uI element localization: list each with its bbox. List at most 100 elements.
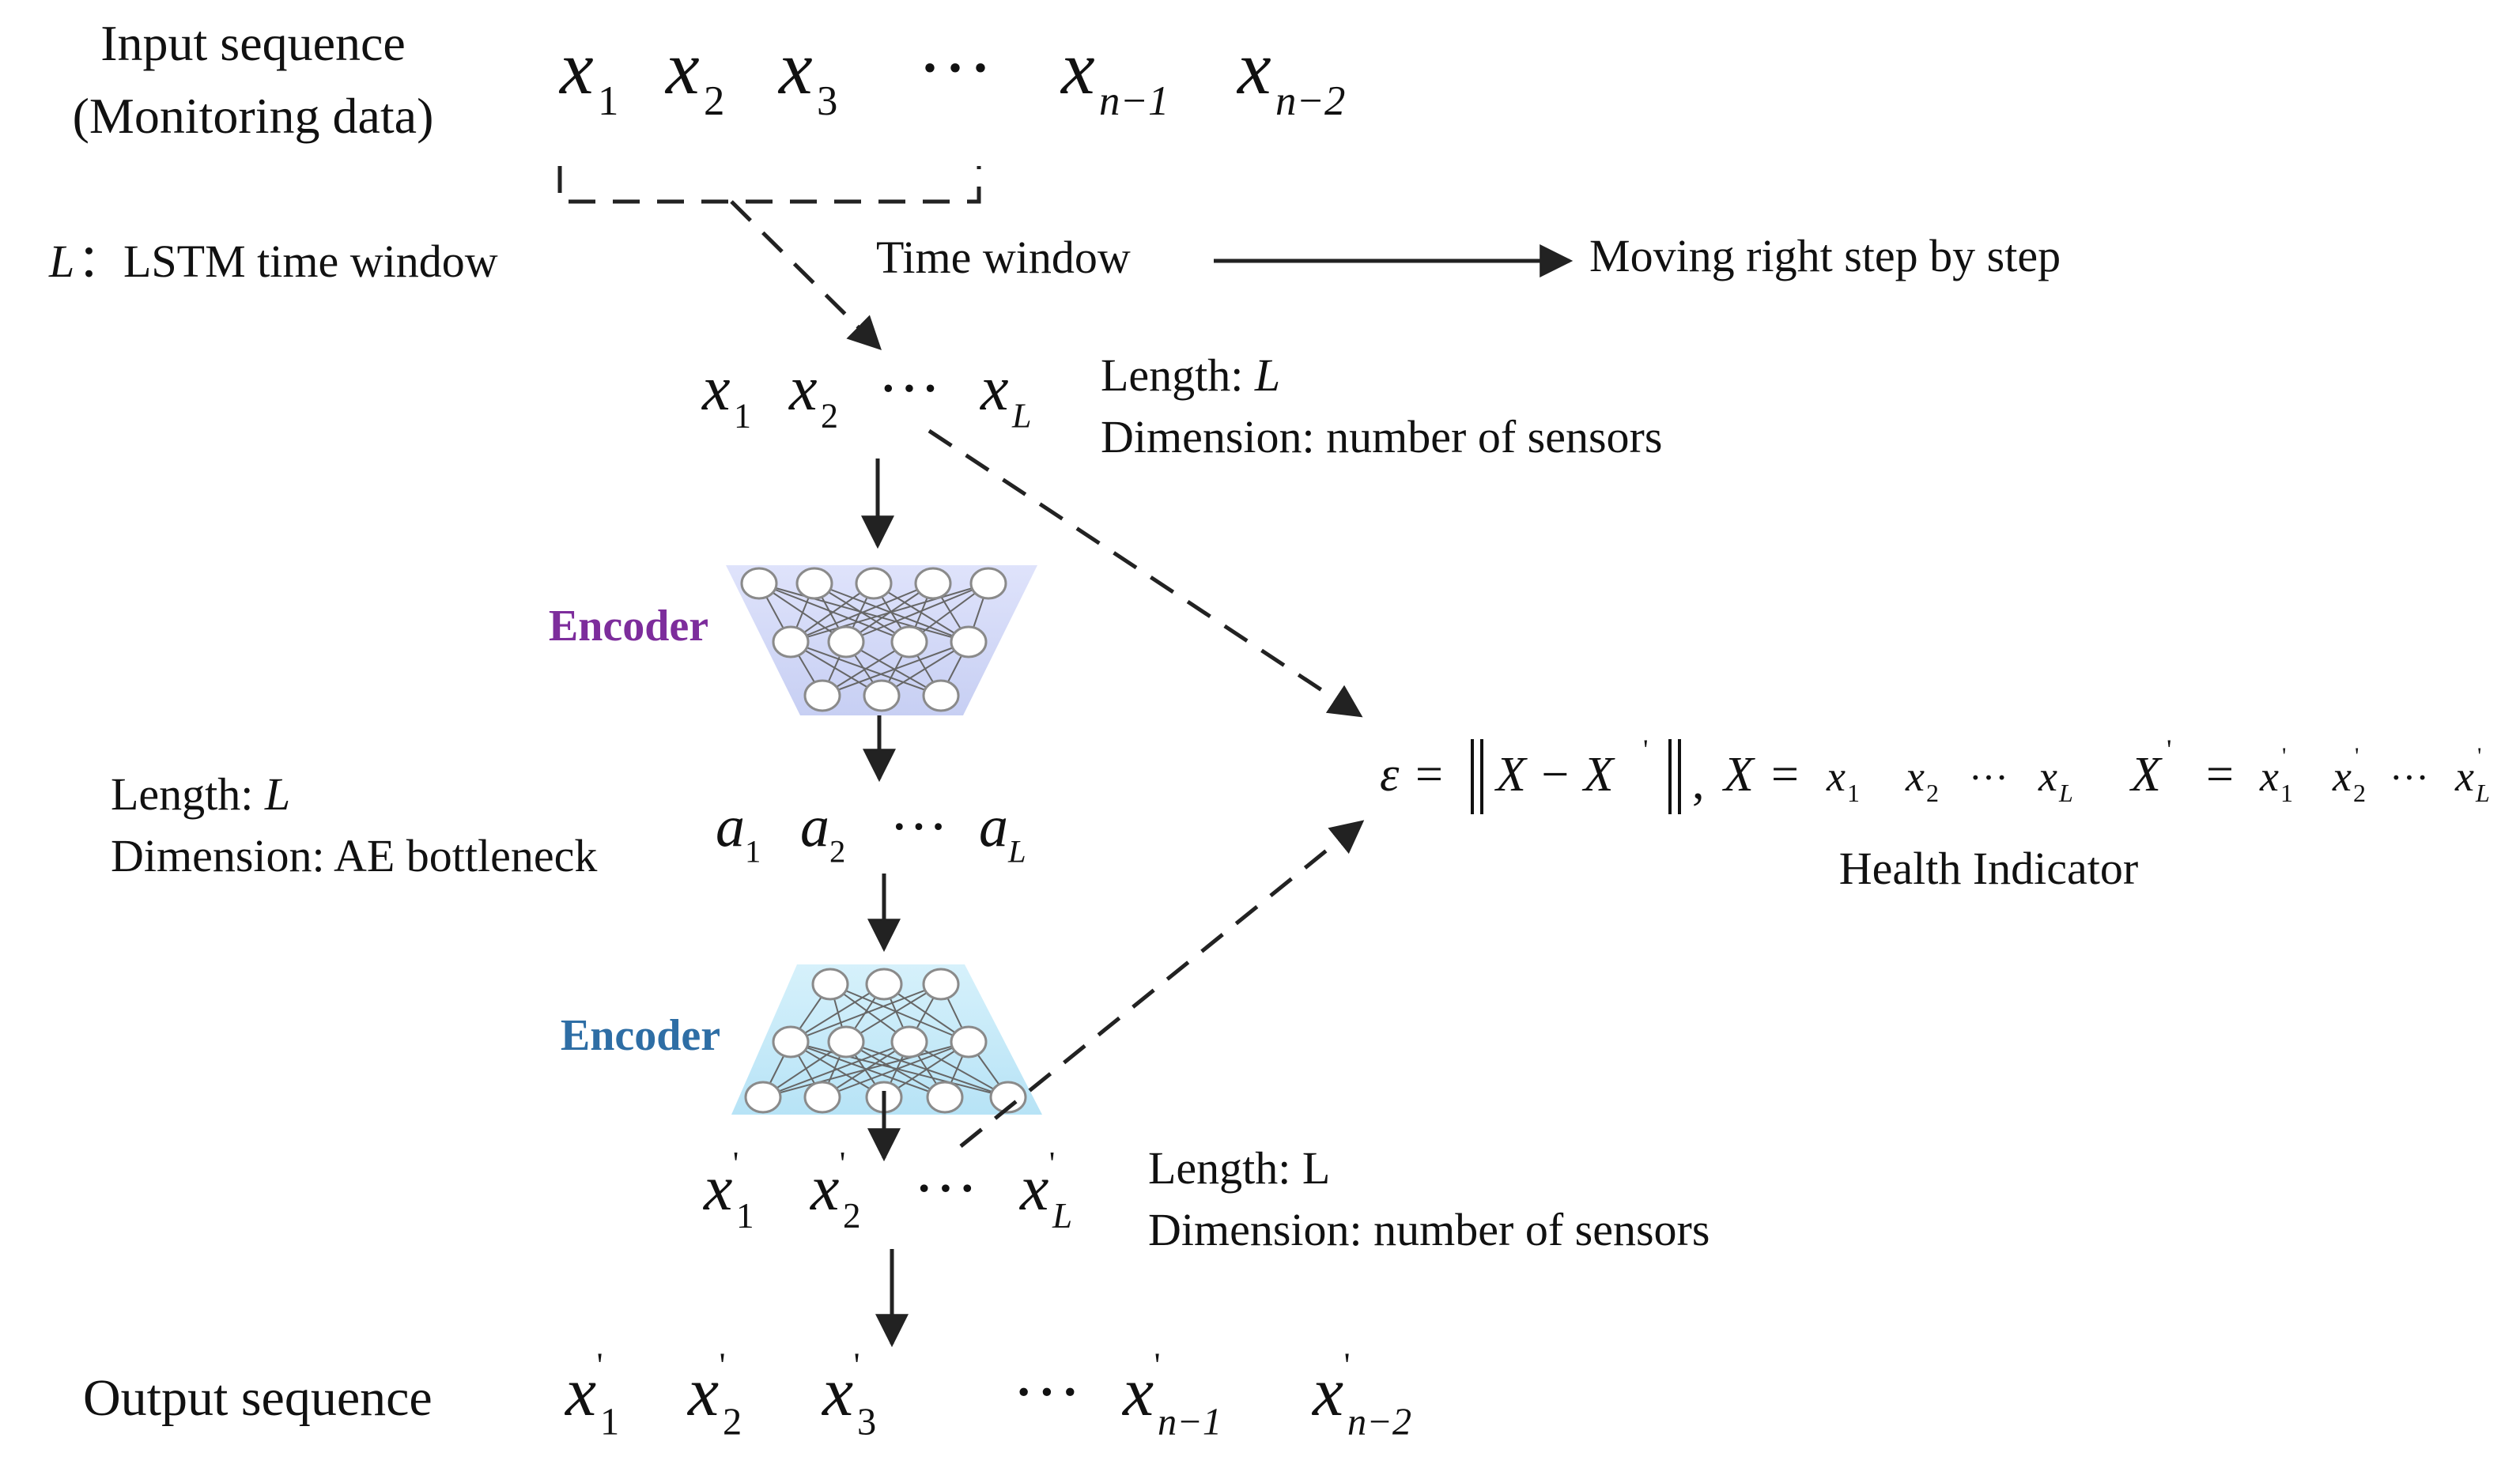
formula-epsilon: ε [1380, 748, 1400, 802]
output-seq-item-2-prime: ' [854, 1346, 860, 1385]
encoder2-node-0-1 [865, 968, 903, 1001]
formula-prime-1: ' [1643, 734, 1649, 765]
encoder2-connection [762, 1041, 969, 1098]
recon-seq-item-3-prime: ' [1049, 1145, 1055, 1181]
window-length-val: L [1254, 349, 1280, 401]
formula-seq2-sub-0: 1 [2280, 779, 2293, 807]
recon-length: Length: L [1148, 1142, 1330, 1194]
latent-dimension: Dimension: AE bottleneck [111, 830, 597, 881]
time-window-bracket [557, 166, 981, 204]
latent-seq-item-2-dots: ··· [890, 794, 948, 859]
recon-seq-item-2-dots: ··· [913, 1152, 978, 1224]
encoder1-node-1-1 [827, 625, 865, 658]
encoder1-trapezoid [726, 565, 1037, 715]
encoder2-node-2-0 [744, 1081, 782, 1114]
encoder2-network [731, 964, 1042, 1115]
recon-dimension: Dimension: number of sensors [1148, 1204, 1710, 1255]
formula-equals-3: = [2206, 748, 2234, 802]
output-seq-item-2: x [821, 1354, 853, 1431]
encoder1-node-2-2 [922, 679, 960, 712]
output-seq-item-0: x [564, 1354, 596, 1431]
window-seq-item-1: x [788, 354, 818, 424]
latent-seq-item-1: a [800, 794, 829, 859]
lstm-note-text: ：LSTM time window [77, 236, 498, 287]
formula-seq1-x-3: x [2038, 753, 2057, 800]
recon-seq-item-1: x [810, 1152, 839, 1224]
formula-equals: = [1415, 748, 1443, 802]
encoder2-trapezoid [731, 964, 1042, 1115]
input-seq-item-1-sub: 2 [704, 78, 724, 124]
window-seq-item-3-sub: L [1011, 396, 1031, 435]
input-seq-item-0-sub: 1 [598, 78, 618, 124]
formula-seq2-prime-1: ' [2355, 743, 2359, 769]
encoder2-connection [790, 983, 885, 1043]
output-seq-item-4: x [1121, 1354, 1154, 1431]
encoder1-node-1-3 [950, 625, 988, 658]
input-seq-item-4-sub: n−1 [1099, 78, 1169, 124]
recon-seq-item-1-prime: ' [840, 1145, 845, 1181]
output-seq-item-2-sub: 3 [857, 1402, 876, 1443]
encoder2-node-0-2 [922, 968, 960, 1001]
encoder2-connection [845, 983, 942, 1043]
formula-seq2-prime-3: ' [2477, 743, 2481, 769]
encoder2-connection [762, 1041, 910, 1098]
encoder1-network [726, 565, 1037, 715]
input-seq-item-2: x [777, 25, 813, 110]
moving-label: Moving right step by step [1589, 230, 2061, 281]
formula-seq1-sub-3: L [2058, 779, 2073, 807]
formula-equals-2: = [1771, 748, 1799, 802]
encoder1-node-1-2 [890, 625, 928, 658]
latent-seq-item-3-sub: L [1007, 834, 1026, 870]
recon-seq-item-0-prime: ' [733, 1145, 739, 1181]
input-seq-item-5: x [1236, 25, 1271, 110]
encoder1-node-2-0 [803, 679, 841, 712]
formula-seq1-sub-0: 1 [1847, 779, 1860, 807]
output-seq-item-1-prime: ' [720, 1346, 726, 1385]
health-indicator-label: Health Indicator [1839, 843, 2138, 894]
formula-seq2-prime-0: ' [2282, 743, 2286, 769]
encoder1-node-0-4 [969, 567, 1007, 600]
encoder1-node-0-0 [740, 567, 778, 600]
input-seq-item-4: x [1060, 25, 1095, 110]
encoder2-node-1-0 [772, 1025, 810, 1058]
latent-length-val: L [264, 768, 290, 820]
window-seq-item-1-sub: 2 [821, 396, 838, 435]
recon-seq-item-3-sub: L [1052, 1196, 1072, 1236]
recon-seq-item-0: x [703, 1152, 732, 1224]
encoder1-node-0-1 [795, 567, 833, 600]
output-seq-item-5-sub: n−2 [1347, 1402, 1411, 1443]
encoder2-node-2-3 [926, 1081, 964, 1114]
input-seq-item-0: x [558, 25, 594, 110]
formula-seq2-dots: ··· [2390, 755, 2429, 799]
lstm-symbol: L [48, 236, 74, 287]
input-seq-item-3-dots: ··· [917, 25, 993, 110]
encoder2-connection [909, 1041, 1009, 1098]
recon-seq-item-3: x [1019, 1152, 1048, 1224]
encoder2-connection [790, 1041, 1009, 1098]
formula-seq2-x-3: x [2454, 753, 2474, 800]
encoder2-label: Encoder [561, 1011, 720, 1060]
formula-seq1-x-0: x [1826, 753, 1846, 800]
latent-length-prefix: Length: [111, 768, 265, 820]
output-seq-item-0-prime: ' [597, 1346, 603, 1385]
formula-seq2-x-0: x [2259, 753, 2279, 800]
encoder1-node-2-1 [863, 679, 901, 712]
window-seq-item-3: x [980, 354, 1009, 424]
output-seq-item-4-prime: ' [1154, 1346, 1161, 1385]
encoder2-node-1-1 [827, 1025, 865, 1058]
output-seq-item-0-sub: 1 [600, 1402, 619, 1443]
window-seq-item-0-sub: 1 [734, 396, 751, 435]
output-label: Output sequence [83, 1369, 433, 1427]
input-label-line1: Input sequence [100, 15, 406, 71]
window-length-prefix: Length: [1101, 349, 1255, 401]
latent-seq-item-3: a [979, 794, 1008, 859]
encoder2-node-0-0 [811, 968, 849, 1001]
encoder2-connection [829, 983, 969, 1043]
encoder2-node-1-2 [890, 1025, 928, 1058]
encoder2-node-2-1 [803, 1081, 841, 1114]
